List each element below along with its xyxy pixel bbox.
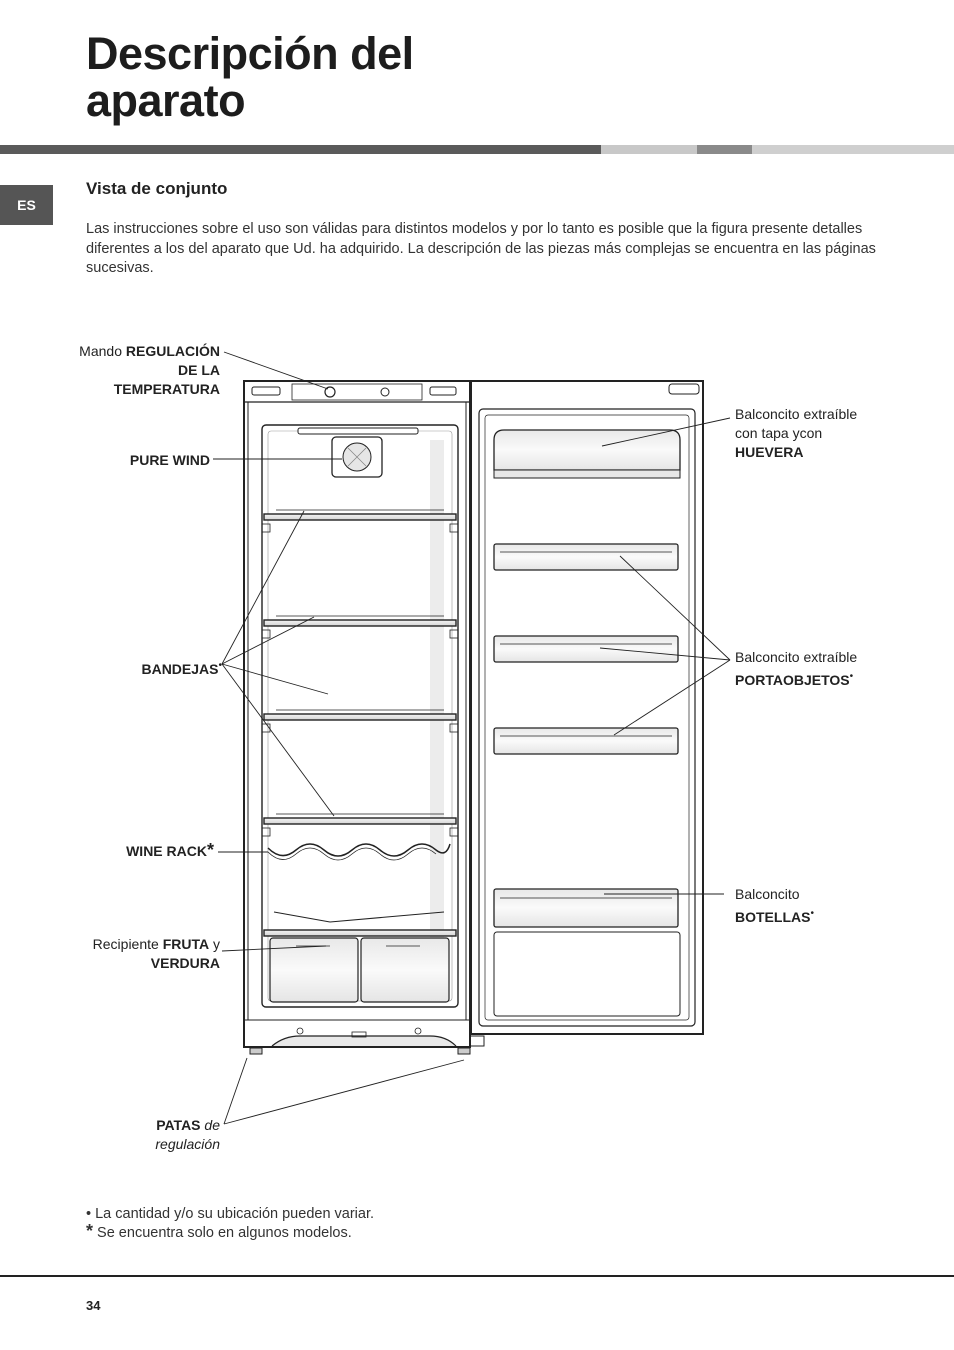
footnote-optional: * Se encuentra solo en algunos modelos. [86, 1221, 374, 1243]
footnote-dot: • [86, 1206, 92, 1222]
footnote-1-text: La cantidad y/o su ubicación pueden vari… [95, 1206, 375, 1222]
door [470, 380, 704, 1035]
recipiente-text: Recipiente [92, 936, 159, 952]
label-feet: PATAS de regulación [30, 1116, 220, 1154]
label-crisper: Recipiente FRUTA y VERDURA [30, 935, 220, 973]
header-rule-light [601, 145, 697, 154]
label-shelves: BANDEJAS• [30, 656, 222, 679]
label-temperature-control: Mando REGULACIÓN DE LA TEMPERATURA [30, 342, 220, 399]
page-number: 34 [86, 1298, 101, 1313]
label-door-balcony: Balconcito extraíble PORTAOBJETOS• [735, 648, 935, 690]
mando-bold-1: REGULACIÓN [125, 343, 220, 359]
label-egg-balcony: Balconcito extraíble con tapa ycon HUEVE… [735, 405, 935, 462]
footnotes: • La cantidad y/o su ubicación pueden va… [86, 1205, 374, 1243]
footnote-variable: • La cantidad y/o su ubicación pueden va… [86, 1205, 374, 1224]
section-title: Vista de conjunto [86, 179, 228, 198]
huevera-line-1: Balconcito extraíble [735, 406, 858, 422]
header-rule-dark [0, 145, 601, 154]
leader-lines [213, 351, 731, 1125]
fruta-text: FRUTA [162, 936, 210, 952]
footnote-2-text: Se encuentra solo en algunos modelos. [97, 1225, 352, 1241]
cabinet [243, 380, 485, 1055]
language-badge: ES [0, 185, 53, 225]
mando-bold-3: TEMPERATURA [113, 381, 220, 397]
label-pure-wind: PURE WIND [30, 451, 210, 470]
recipiente-y: y [213, 936, 220, 952]
title-line-2: aparato [86, 75, 246, 126]
label-wine-rack: WINE RACK* [30, 840, 214, 861]
huevera-line-2: con tapa ycon [735, 425, 823, 441]
header-rule-mid [697, 145, 752, 154]
wine-rack-text: WINE RACK [126, 843, 207, 859]
page-title: Descripción del aparato [86, 30, 414, 124]
variable-mark: • [218, 660, 222, 671]
patas-regulacion: regulación [155, 1136, 220, 1152]
footnote-star: * [86, 1221, 94, 1241]
huevera-bold: HUEVERA [735, 444, 804, 460]
pure-wind-text: PURE WIND [129, 452, 210, 468]
variable-mark: • [810, 908, 814, 919]
label-bottle-balcony: Balconcito BOTELLAS• [735, 885, 935, 927]
optional-mark: * [206, 840, 214, 860]
mando-text: Mando [79, 343, 122, 359]
patas-de: de [204, 1117, 220, 1133]
botellas-bold: BOTELLAS [735, 909, 811, 925]
fridge-diagram [213, 351, 731, 1125]
mando-bold-2: DE LA [178, 362, 220, 378]
patas-text: PATAS [156, 1117, 201, 1133]
verdura-text: VERDURA [150, 955, 220, 971]
porta-line-1: Balconcito extraíble [735, 649, 858, 665]
botellas-line-1: Balconcito [735, 886, 800, 902]
bandejas-text: BANDEJAS [141, 661, 219, 677]
header-rule-light-2 [752, 145, 954, 154]
intro-paragraph: Las instrucciones sobre el uso son válid… [86, 221, 876, 276]
title-line-1: Descripción del [86, 28, 414, 79]
footer-rule [0, 1275, 954, 1277]
porta-bold: PORTAOBJETOS [735, 672, 850, 688]
variable-mark: • [849, 671, 854, 682]
